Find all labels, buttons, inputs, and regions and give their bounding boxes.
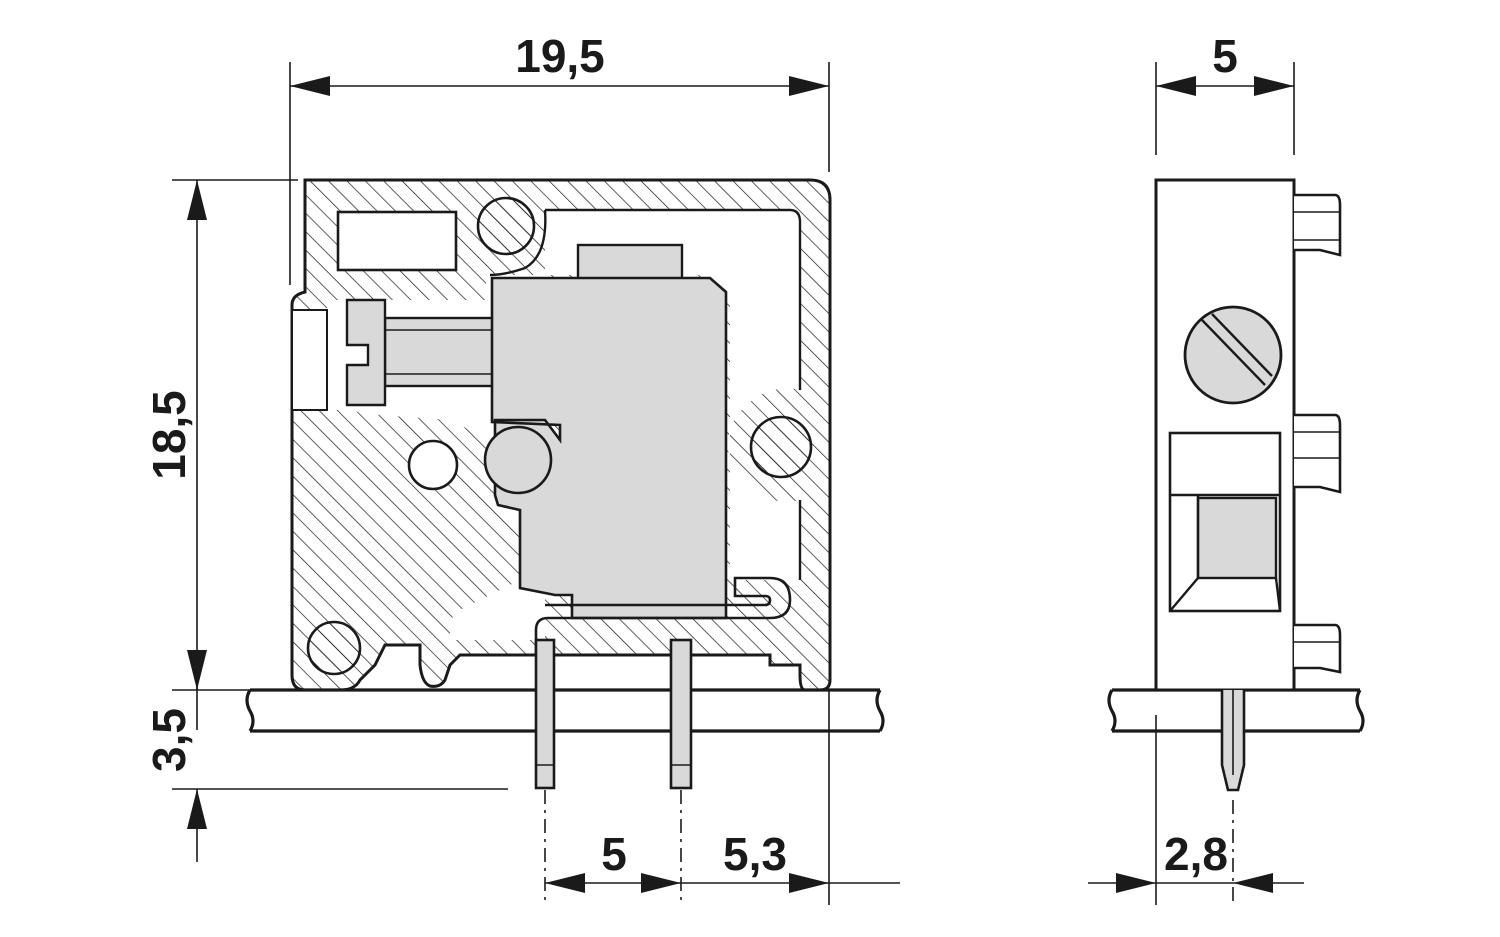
side-view: [1107, 178, 1365, 905]
wire-entry: [1168, 431, 1282, 613]
dim-front-width: 19,5: [515, 30, 605, 82]
front-view: [245, 178, 885, 905]
dim-side-pin-offset: 2,8: [1164, 828, 1228, 880]
screw-head-side: [1183, 305, 1283, 405]
hole-right: [749, 415, 813, 479]
solder-pin-side: [1220, 690, 1246, 792]
side-latches: [1294, 193, 1342, 674]
solder-pins: [534, 576, 792, 790]
hole-top: [476, 196, 536, 256]
dim-pin-length: 3,5: [143, 708, 195, 772]
dim-front-height: 18,5: [143, 390, 195, 480]
clamp-body: [490, 276, 728, 620]
screw-assembly: [330, 298, 497, 410]
pcb-board: [245, 688, 885, 733]
side-dimensions: 5 2,8: [1088, 30, 1304, 893]
dim-side-width: 5: [1212, 30, 1238, 82]
clamp-top-block: [576, 243, 684, 282]
front-dimensions: 19,5 18,5 3,5 5 5,3: [143, 30, 900, 893]
dim-pin-offset: 5,3: [723, 828, 787, 880]
dim-pin-pitch: 5: [601, 828, 627, 880]
left-gap: [291, 309, 328, 411]
hole-bottom-left: [306, 620, 362, 676]
label-window: [336, 210, 458, 272]
hole-left: [407, 439, 459, 491]
clamp-pivot: [483, 425, 553, 495]
